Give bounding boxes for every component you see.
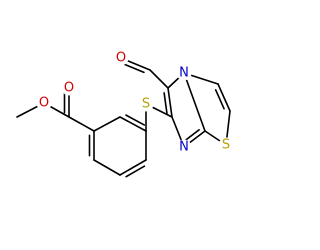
- atom-label-background: [36, 95, 52, 111]
- bond-c3-c2-double: [214, 89, 225, 110]
- atom-o-formyl: O: [116, 51, 126, 66]
- atom-s-thioether: S: [142, 97, 150, 112]
- bond-b5-b6: [119, 116, 147, 132]
- bonds: [16, 57, 231, 178]
- atom-s-ring: S: [222, 138, 230, 153]
- atom-label-background: [113, 50, 129, 66]
- atom-label-background: [176, 65, 192, 81]
- bond-c8a-N_imine-double: [183, 129, 200, 142]
- atom-o-carbonyl: O: [64, 81, 74, 96]
- bond-C_ald-O_formyl-double: [122, 63, 145, 74]
- bond-b3-b4-double: [125, 165, 146, 178]
- bond-c6-c5: [167, 87, 173, 118]
- bond-b6-b1: [93, 116, 121, 132]
- bond-b5-b6-double: [125, 114, 146, 126]
- atom-o-ester: O: [39, 96, 49, 111]
- bond-c6-c5-double: [163, 92, 168, 115]
- atom-n-bridge: N: [179, 66, 189, 81]
- atom-n-imine: N: [179, 140, 189, 155]
- bond-b2-b3: [93, 159, 121, 176]
- atom-label-background: [138, 96, 154, 112]
- bond-C_est-b1: [68, 116, 95, 132]
- bond-b3-b4: [119, 159, 147, 176]
- bond-N_bridge-c8a: [183, 72, 206, 132]
- atom-label-background: [218, 137, 234, 153]
- bond-c3-c2: [217, 83, 231, 112]
- bond-c5-C_ald: [149, 69, 169, 89]
- atom-label-background: [61, 80, 77, 96]
- atom-label-background: [176, 139, 192, 155]
